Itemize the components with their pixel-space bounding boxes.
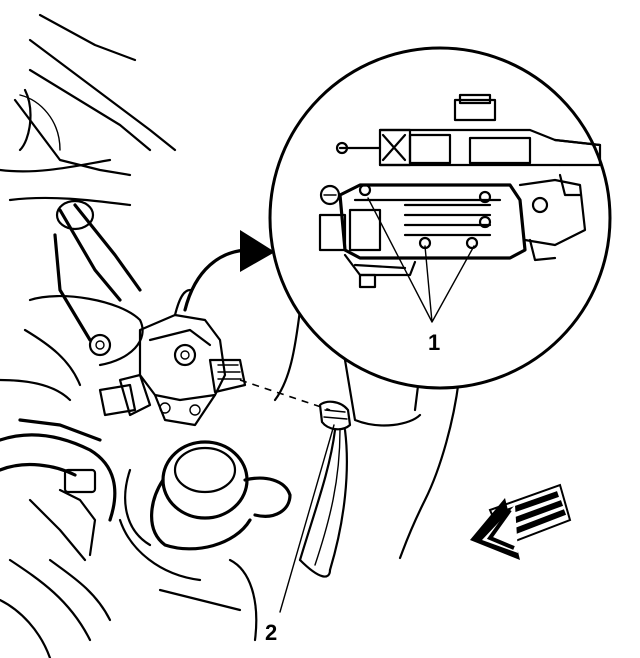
callout-2-leader <box>279 424 335 613</box>
callout-label-2: 2 <box>265 620 277 645</box>
wiring-harness <box>298 400 352 578</box>
magnify-arrow <box>183 230 275 312</box>
callout-1-leader <box>367 197 475 323</box>
callout-label-1: 1 <box>428 330 440 355</box>
engine-bay-background <box>0 13 177 658</box>
direction-arrow <box>470 483 572 560</box>
reservoir <box>118 440 292 642</box>
throttle-body <box>98 288 227 427</box>
detail-magnifier <box>268 46 612 390</box>
iac-valve-small <box>208 358 247 394</box>
dashed-guide-line <box>239 379 331 411</box>
iac-valve-detail <box>318 93 602 289</box>
